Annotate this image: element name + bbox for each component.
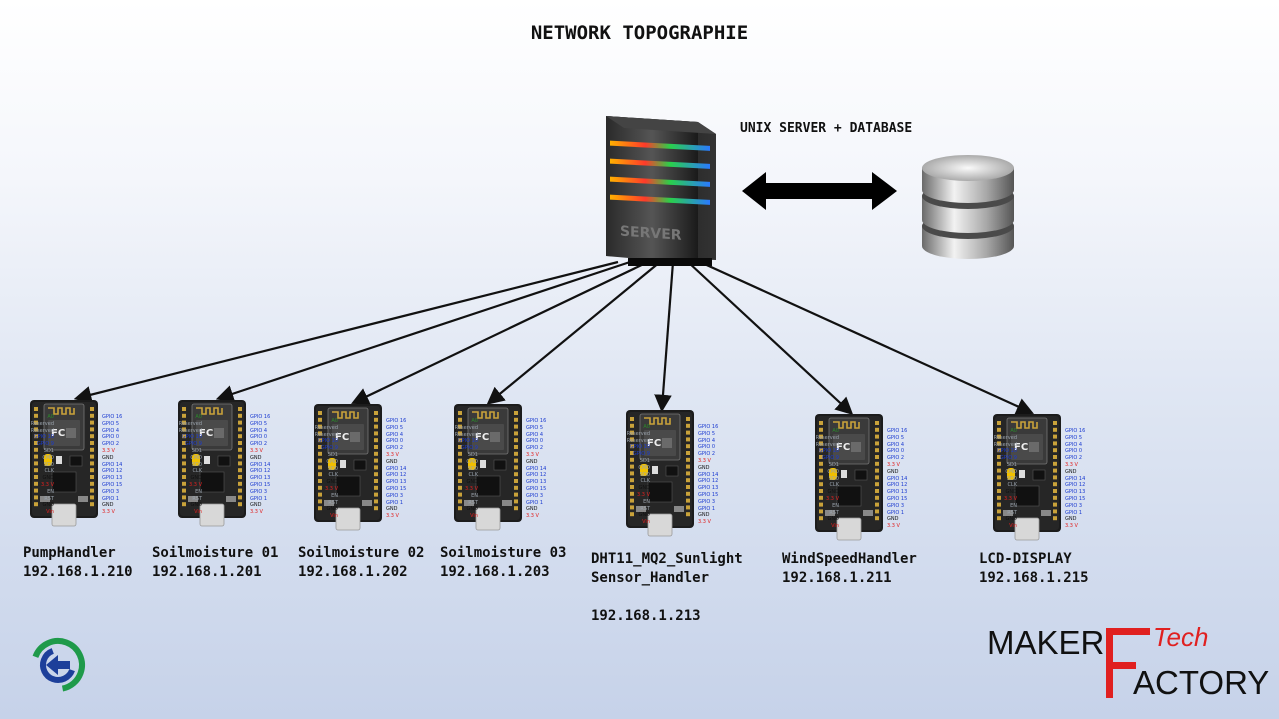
node-ip-address: 192.168.1.202 xyxy=(298,564,408,580)
node-name: Soilmoisture 03 xyxy=(440,545,566,564)
server-icon: SERVER xyxy=(606,116,716,266)
svg-text:FC: FC xyxy=(836,442,850,453)
node-name-line: Soilmoisture 03 xyxy=(440,545,567,561)
svg-text:FC: FC xyxy=(647,438,661,449)
esp8266-board-icon: FC xyxy=(178,400,246,532)
connection-arrow xyxy=(486,261,661,405)
svg-text:FC: FC xyxy=(335,432,349,443)
connection-arrow xyxy=(73,260,619,404)
node-name-line: Sensor_Handler xyxy=(591,570,710,586)
node-name: Soilmoisture 02 xyxy=(298,545,424,564)
node-name-line: PumpHandler xyxy=(23,545,116,561)
node-ip-address: 192.168.1.213 xyxy=(591,608,701,624)
logo-maker-text: MAKER xyxy=(987,624,1105,661)
esp8266-board-icon: FC xyxy=(993,414,1061,546)
database-icon xyxy=(922,155,1014,259)
node-ip-address: 192.168.1.215 xyxy=(979,570,1089,586)
esp8266-board-icon: FC xyxy=(30,400,98,532)
maker-tech-factory-logo: MAKER Tech ACTORY xyxy=(985,622,1269,702)
node-name-line: LCD-DISPLAY xyxy=(979,551,1072,567)
node-name-line: DHT11_MQ2_Sunlight xyxy=(591,551,743,567)
esp8266-board-icon: FC xyxy=(815,414,883,546)
node-name-line: WindSpeedHandler xyxy=(782,551,917,567)
node-name: LCD-DISPLAY xyxy=(979,551,1072,570)
esp8266-board-icon: FC xyxy=(314,404,382,536)
node-name: PumpHandler xyxy=(23,545,116,564)
connection-arrow xyxy=(687,261,854,415)
logo-f-mid xyxy=(1106,662,1136,669)
server-label: UNIX SERVER + DATABASE xyxy=(740,121,913,136)
circular-arrow-logo-icon xyxy=(31,638,85,692)
server-text: SERVER xyxy=(620,224,682,244)
svg-text:FC: FC xyxy=(1014,442,1028,453)
node-name-line: Soilmoisture 02 xyxy=(298,545,425,561)
logo-factory-text: ACTORY xyxy=(1133,664,1270,701)
logo-f-top xyxy=(1106,628,1150,635)
node-name-line: Soilmoisture 01 xyxy=(152,545,279,561)
node-ip-address: 192.168.1.210 xyxy=(23,564,133,580)
bidirectional-arrow-icon xyxy=(742,172,897,210)
connection-arrow xyxy=(654,261,675,413)
svg-text:FC: FC xyxy=(475,432,489,443)
esp8266-board-icon: FC xyxy=(626,410,694,542)
logo-tech-text: Tech xyxy=(1153,622,1209,652)
esp8266-board-icon: FC xyxy=(454,404,522,536)
node-ip-address: 192.168.1.201 xyxy=(152,564,262,580)
connection-arrow xyxy=(215,260,631,403)
node-name: WindSpeedHandler xyxy=(782,551,917,570)
node-name: Soilmoisture 01 xyxy=(152,545,278,564)
node-ip-address: 192.168.1.203 xyxy=(440,564,550,580)
node-ip-address: 192.168.1.211 xyxy=(782,570,892,586)
svg-text:FC: FC xyxy=(199,428,213,439)
connection-arrow xyxy=(351,261,649,405)
svg-text:FC: FC xyxy=(51,428,65,439)
diagram-title: NETWORK TOPOGRAPHIE xyxy=(530,22,749,44)
connection-arrow xyxy=(699,260,1035,415)
